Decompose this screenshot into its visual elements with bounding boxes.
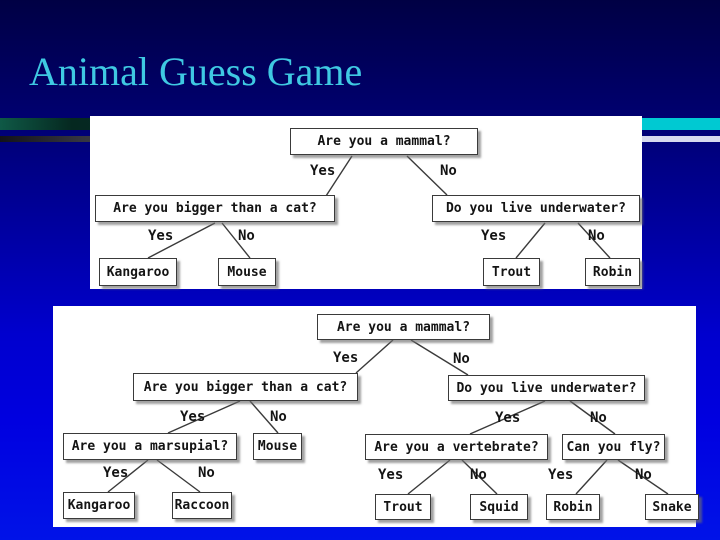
edge-label-yes: Yes [180, 409, 206, 425]
tree-node-underwater: Do you live underwater? [448, 375, 645, 401]
tree-node-mammal: Are you a mammal? [317, 314, 490, 340]
edge-label-no: No [453, 351, 470, 367]
edge-label-no: No [588, 228, 605, 244]
tree-node-squid: Squid [470, 494, 528, 520]
tree-node-kangaroo: Kangaroo [99, 258, 177, 286]
tree-node-raccoon: Raccoon [172, 492, 232, 519]
edge-label-yes: Yes [310, 163, 336, 179]
edge-label-no: No [270, 409, 287, 425]
edge-label-yes: Yes [333, 350, 359, 366]
decision-tree-panel-simple: Are you a mammal? Are you bigger than a c… [90, 116, 642, 289]
edge-label-yes: Yes [481, 228, 507, 244]
slide-title: Animal Guess Game [29, 49, 363, 94]
tree-node-trout: Trout [483, 258, 540, 286]
edge-label-no: No [198, 465, 215, 481]
tree-node-bigger-cat: Are you bigger than a cat? [133, 373, 358, 401]
tree-node-bigger-cat: Are you bigger than a cat? [95, 195, 335, 222]
tree-node-trout: Trout [375, 494, 431, 520]
edge-label-yes: Yes [548, 467, 574, 483]
edge-label-yes: Yes [103, 465, 129, 481]
tree-node-robin: Robin [546, 494, 600, 520]
tree-edge-lines [107, 339, 669, 495]
tree-node-mammal: Are you a mammal? [290, 128, 478, 155]
tree-node-fly: Can you fly? [562, 434, 665, 460]
tree-node-mouse: Mouse [218, 258, 276, 286]
edge-label-yes: Yes [378, 467, 404, 483]
edge-label-no: No [470, 467, 487, 483]
edge-label-no: No [238, 228, 255, 244]
tree-node-marsupial: Are you a marsupial? [63, 433, 237, 460]
decision-tree-panel-extended: Are you a mammal? Are you bigger than a c… [53, 306, 699, 527]
edge-label-no: No [590, 410, 607, 426]
tree-node-snake: Snake [645, 494, 699, 520]
edge-label-no: No [440, 163, 457, 179]
edge-label-no: No [635, 467, 652, 483]
tree-node-underwater: Do you live underwater? [432, 195, 640, 222]
tree-node-kangaroo: Kangaroo [63, 492, 135, 519]
tree-edge-lines [147, 155, 611, 259]
tree-node-robin: Robin [585, 258, 640, 286]
edge-label-yes: Yes [495, 410, 521, 426]
edge-label-yes: Yes [148, 228, 174, 244]
tree-node-mouse: Mouse [253, 433, 302, 460]
tree-node-vertebrate: Are you a vertebrate? [365, 434, 548, 460]
